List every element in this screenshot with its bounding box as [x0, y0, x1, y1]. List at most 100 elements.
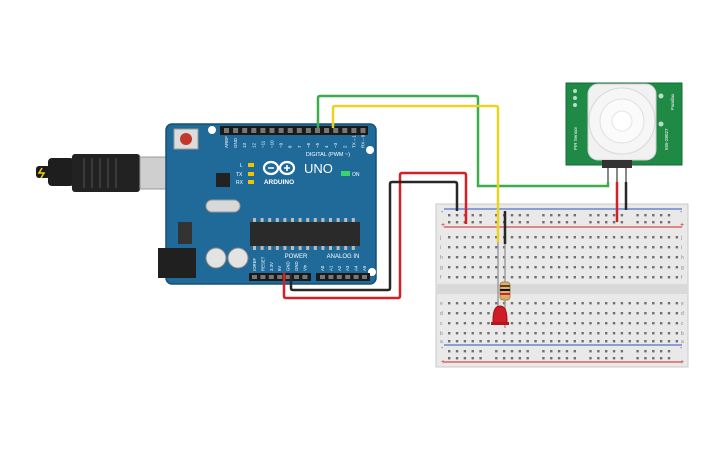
wire-red-arduino[interactable]: [282, 171, 468, 300]
digital-pin-hole[interactable]: [351, 128, 357, 133]
terminal-hole[interactable]: [612, 266, 616, 269]
terminal-hole[interactable]: [448, 266, 451, 269]
rail-hole[interactable]: [495, 350, 498, 353]
terminal-hole[interactable]: [510, 246, 514, 249]
terminal-hole[interactable]: [636, 340, 639, 343]
digital-pin-hole[interactable]: [342, 128, 348, 133]
terminal-hole[interactable]: [550, 322, 553, 325]
terminal-hole[interactable]: [518, 236, 522, 239]
terminal-hole[interactable]: [550, 302, 553, 305]
terminal-hole[interactable]: [518, 276, 522, 279]
terminal-hole[interactable]: [628, 256, 631, 259]
terminal-hole[interactable]: [644, 276, 647, 279]
terminal-hole[interactable]: [510, 256, 514, 259]
terminal-hole[interactable]: [597, 340, 600, 343]
terminal-hole[interactable]: [675, 276, 679, 279]
terminal-hole[interactable]: [605, 236, 608, 239]
terminal-hole[interactable]: [502, 332, 506, 335]
terminal-hole[interactable]: [652, 322, 655, 325]
terminal-hole[interactable]: [518, 246, 522, 249]
terminal-hole[interactable]: [471, 246, 474, 249]
rail-hole[interactable]: [471, 350, 474, 353]
rail-hole[interactable]: [597, 214, 600, 217]
terminal-hole[interactable]: [471, 332, 474, 335]
terminal-hole[interactable]: [526, 312, 529, 315]
rail-hole[interactable]: [518, 357, 522, 360]
rail-hole[interactable]: [589, 357, 592, 360]
rail-hole[interactable]: [550, 357, 553, 360]
analog-pin-hole[interactable]: [328, 275, 334, 279]
terminal-hole[interactable]: [628, 246, 631, 249]
terminal-hole[interactable]: [471, 276, 474, 279]
rail-hole[interactable]: [565, 221, 569, 224]
rail-hole[interactable]: [479, 350, 482, 353]
terminal-hole[interactable]: [620, 302, 624, 305]
terminal-hole[interactable]: [597, 246, 600, 249]
terminal-hole[interactable]: [542, 312, 545, 315]
terminal-hole[interactable]: [659, 236, 663, 239]
rail-hole[interactable]: [479, 214, 482, 217]
terminal-hole[interactable]: [565, 246, 569, 249]
terminal-hole[interactable]: [652, 332, 655, 335]
terminal-hole[interactable]: [612, 302, 616, 305]
terminal-hole[interactable]: [652, 246, 655, 249]
terminal-hole[interactable]: [518, 256, 522, 259]
terminal-hole[interactable]: [471, 266, 474, 269]
analog-pin-hole[interactable]: [353, 275, 359, 279]
terminal-hole[interactable]: [565, 312, 569, 315]
terminal-hole[interactable]: [455, 312, 459, 315]
terminal-hole[interactable]: [675, 332, 679, 335]
rail-hole[interactable]: [448, 221, 451, 224]
terminal-hole[interactable]: [573, 246, 576, 249]
terminal-hole[interactable]: [463, 246, 467, 249]
terminal-hole[interactable]: [644, 322, 647, 325]
terminal-hole[interactable]: [510, 332, 514, 335]
terminal-hole[interactable]: [581, 266, 584, 269]
rail-hole[interactable]: [526, 350, 529, 353]
rail-hole[interactable]: [526, 357, 529, 360]
terminal-hole[interactable]: [612, 332, 616, 335]
terminal-hole[interactable]: [675, 256, 679, 259]
analog-pin-hole[interactable]: [345, 275, 351, 279]
terminal-hole[interactable]: [542, 322, 545, 325]
terminal-hole[interactable]: [565, 276, 569, 279]
terminal-hole[interactable]: [463, 312, 467, 315]
digital-pin-hole[interactable]: [242, 128, 248, 133]
digital-pin-hole[interactable]: [224, 128, 229, 133]
terminal-hole[interactable]: [455, 332, 459, 335]
rail-hole[interactable]: [605, 357, 608, 360]
terminal-hole[interactable]: [542, 340, 545, 343]
rail-hole[interactable]: [565, 214, 569, 217]
terminal-hole[interactable]: [495, 246, 498, 249]
terminal-hole[interactable]: [636, 246, 639, 249]
terminal-hole[interactable]: [589, 266, 592, 269]
terminal-hole[interactable]: [573, 340, 576, 343]
terminal-hole[interactable]: [644, 266, 647, 269]
terminal-hole[interactable]: [448, 246, 451, 249]
rail-hole[interactable]: [659, 214, 663, 217]
terminal-hole[interactable]: [659, 276, 663, 279]
rail-hole[interactable]: [510, 350, 514, 353]
terminal-hole[interactable]: [589, 302, 592, 305]
rail-hole[interactable]: [597, 221, 600, 224]
analog-pin-hole[interactable]: [336, 275, 342, 279]
terminal-hole[interactable]: [652, 302, 655, 305]
terminal-hole[interactable]: [550, 276, 553, 279]
terminal-hole[interactable]: [597, 236, 600, 239]
terminal-hole[interactable]: [479, 312, 482, 315]
digital-header[interactable]: [220, 126, 368, 135]
terminal-hole[interactable]: [487, 236, 490, 239]
terminal-hole[interactable]: [471, 302, 474, 305]
terminal-hole[interactable]: [636, 256, 639, 259]
rail-hole[interactable]: [463, 350, 467, 353]
analog-pin-hole[interactable]: [320, 275, 325, 279]
analog-header[interactable]: [316, 273, 370, 281]
terminal-hole[interactable]: [573, 266, 576, 269]
terminal-hole[interactable]: [463, 276, 467, 279]
power-pin-hole[interactable]: [285, 275, 291, 279]
rail-hole[interactable]: [550, 214, 553, 217]
terminal-hole[interactable]: [667, 322, 671, 325]
terminal-hole[interactable]: [620, 236, 624, 239]
terminal-hole[interactable]: [605, 276, 608, 279]
terminal-hole[interactable]: [581, 312, 584, 315]
